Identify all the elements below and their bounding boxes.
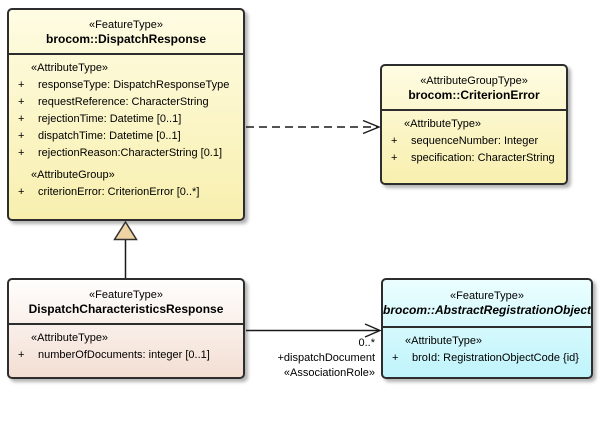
visibility: + — [391, 135, 398, 147]
class-abstract-registration-object: «FeatureType» brocom::AbstractRegistrati… — [381, 278, 593, 379]
class-criterion-error: «AttributeGroupType» brocom::CriterionEr… — [380, 64, 568, 185]
generalization-connector — [113, 220, 138, 278]
visibility: + — [18, 147, 25, 159]
attribute-row: + dispatchTime: Datetime [0..1] — [9, 128, 239, 145]
attribute-row: + responseType: DispatchResponseType — [9, 77, 239, 94]
attribute-text: requestReference: CharacterString — [38, 96, 209, 108]
class-header: «FeatureType» brocom::DispatchResponse — [9, 10, 243, 55]
class-stereotype: «AttributeGroupType» — [420, 74, 528, 87]
attribute-row: + rejectionReason:CharacterString [0.1] — [9, 145, 239, 162]
section-stereotype: «AttributeType» — [404, 118, 482, 130]
attribute-text: rejectionReason:CharacterString [0.1] — [38, 147, 223, 159]
class-name: brocom::DispatchResponse — [45, 31, 207, 46]
class-header: «FeatureType» DispatchCharacteristicsRes… — [9, 280, 243, 325]
visibility: + — [18, 349, 25, 361]
attribute-section: «AttributeType» + responseType: Dispatch… — [9, 60, 239, 162]
attribute-row: + specification: CharacterString — [382, 150, 562, 167]
attribute-text: criterionError: CriterionError [0..*] — [38, 186, 200, 198]
attribute-text: responseType: DispatchResponseType — [38, 79, 230, 91]
class-attributes: «AttributeType» + broId: RegistrationObj… — [383, 328, 591, 369]
attribute-text: dispatchTime: Datetime [0..1] — [38, 130, 181, 142]
attribute-row: + sequenceNumber: Integer — [382, 133, 562, 150]
class-dispatch-response: «FeatureType» brocom::DispatchResponse «… — [7, 8, 245, 221]
class-stereotype: «FeatureType» — [89, 288, 163, 301]
hollow-triangle-icon — [113, 220, 138, 241]
attribute-section: «AttributeGroup» + criterionError: Crite… — [9, 167, 239, 201]
visibility: + — [18, 96, 25, 108]
class-name: DispatchCharacteristicsResponse — [28, 301, 224, 316]
association-multiplicity: 0..* — [358, 337, 375, 349]
attribute-text: sequenceNumber: Integer — [411, 135, 539, 147]
attribute-section: «AttributeType» + numberOfDocuments: int… — [9, 330, 239, 364]
class-name: brocom::CriterionError — [408, 87, 540, 102]
attribute-text: numberOfDocuments: integer [0..1] — [38, 349, 210, 361]
section-stereotype: «AttributeType» — [405, 335, 483, 347]
class-stereotype: «FeatureType» — [450, 290, 524, 302]
association-role-stereotype: «AssociationRole» — [283, 367, 375, 379]
class-dispatch-characteristics-response: «FeatureType» DispatchCharacteristicsRes… — [7, 278, 245, 379]
attribute-row: + numberOfDocuments: integer [0..1] — [9, 347, 239, 364]
class-attributes: «AttributeType» + numberOfDocuments: int… — [9, 325, 243, 366]
section-stereotype: «AttributeType» — [31, 62, 109, 74]
class-attributes: «AttributeType» + sequenceNumber: Intege… — [382, 111, 566, 169]
section-stereotype: «AttributeGroup» — [31, 169, 115, 181]
attribute-text: rejectionTime: Datetime [0..1] — [38, 113, 182, 125]
attribute-row: + broId: RegistrationObjectCode {id} — [383, 350, 587, 367]
attribute-row: + requestReference: CharacterString — [9, 94, 239, 111]
attribute-row: + criterionError: CriterionError [0..*] — [9, 184, 239, 201]
attribute-text: broId: RegistrationObjectCode {id} — [412, 352, 579, 364]
association-role-name: +dispatchDocument — [277, 352, 375, 364]
class-header: «FeatureType» brocom::AbstractRegistrati… — [383, 280, 591, 328]
attribute-row: + rejectionTime: Datetime [0..1] — [9, 111, 239, 128]
class-attributes: «AttributeType» + responseType: Dispatch… — [9, 55, 243, 203]
class-header: «AttributeGroupType» brocom::CriterionEr… — [382, 66, 566, 111]
open-arrow-icon — [362, 119, 381, 135]
visibility: + — [18, 113, 25, 125]
visibility: + — [18, 130, 25, 142]
association-end-labels: 0..* +dispatchDocument «AssociationRole» — [277, 336, 375, 381]
visibility: + — [392, 352, 399, 364]
dependency-connector — [246, 119, 381, 135]
visibility: + — [391, 152, 398, 164]
class-name: brocom::AbstractRegistrationObject — [382, 303, 592, 317]
attribute-section: «AttributeType» + broId: RegistrationObj… — [383, 333, 587, 367]
section-stereotype: «AttributeType» — [31, 332, 109, 344]
class-stereotype: «FeatureType» — [89, 18, 163, 31]
visibility: + — [18, 186, 25, 198]
visibility: + — [18, 79, 25, 91]
attribute-text: specification: CharacterString — [411, 152, 555, 164]
attribute-section: «AttributeType» + sequenceNumber: Intege… — [382, 116, 562, 167]
